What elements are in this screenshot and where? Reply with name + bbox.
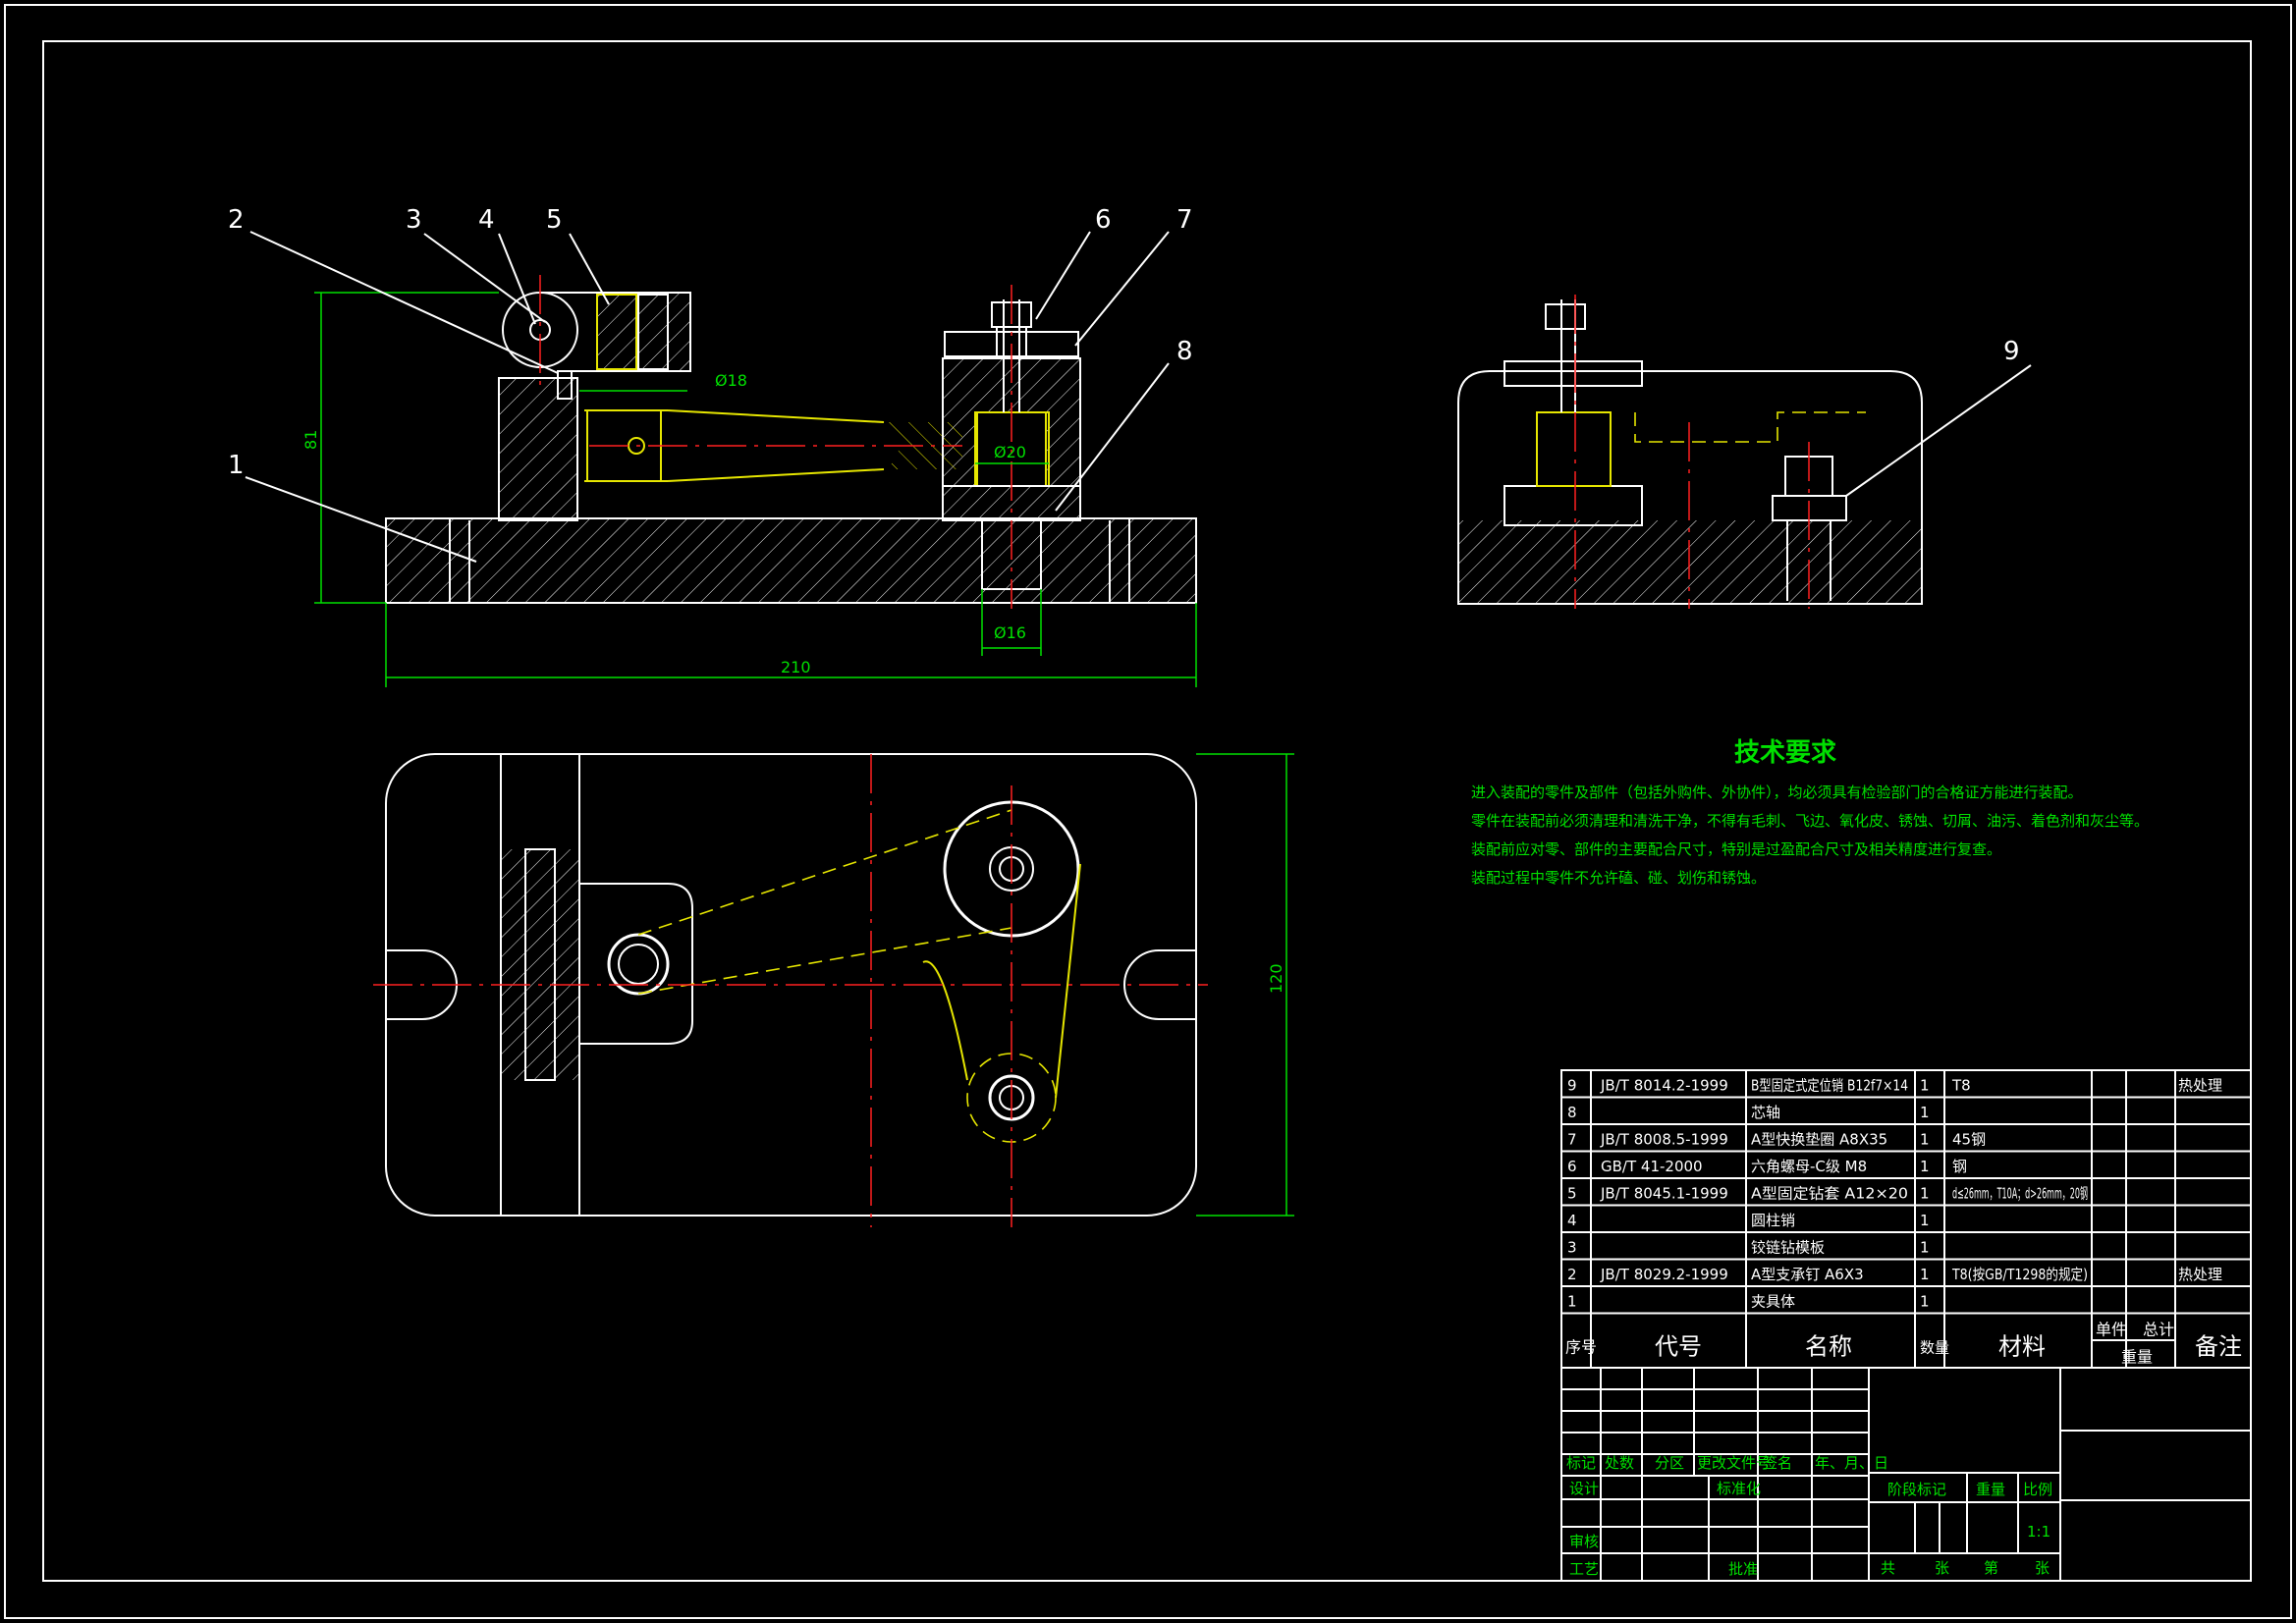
- bom-cell-material: T8(按GB/T1298的规定): [1951, 1266, 2088, 1283]
- tb-process: 工艺: [1569, 1560, 1599, 1578]
- bom-header-single: 单件: [2096, 1321, 2127, 1339]
- side-view: 9: [1457, 295, 2032, 609]
- bom-cell-material: 钢: [1952, 1158, 1967, 1175]
- bom-cell-material: T8: [1951, 1077, 1971, 1095]
- bom-cell-code: JB/T 8014.2-1999: [1600, 1077, 1728, 1095]
- bom-cell-name: 夹具体: [1751, 1293, 1795, 1311]
- bom-cell-code: JB/T 8008.5-1999: [1600, 1131, 1728, 1149]
- bom-header-name: 名称: [1805, 1333, 1852, 1361]
- bom-cell-name: B型固定式定位销 B12f7×14: [1751, 1077, 1908, 1095]
- title-block: 标记 处数 分区 更改文件号 签名 年、月、日 设计 标准化 审核 工艺 批准 …: [1560, 1367, 2252, 1582]
- callout-8: 8: [1176, 337, 1193, 366]
- bom-cell-name: 芯轴: [1751, 1104, 1780, 1121]
- bom-cell-qty: 1: [1920, 1185, 1930, 1203]
- tb-sheet-no: 第: [1984, 1559, 1998, 1577]
- bom-cell-code: JB/T 8045.1-1999: [1600, 1185, 1728, 1203]
- bom-cell-qty: 1: [1920, 1131, 1930, 1149]
- callout-5: 5: [546, 205, 563, 235]
- bom-cell-name: A型支承钉 A6X3: [1751, 1266, 1864, 1283]
- bom-header-note: 备注: [2195, 1333, 2242, 1361]
- tb-scale: 比例: [2023, 1481, 2052, 1498]
- callout-3: 3: [406, 205, 422, 235]
- bom-cell-no: 7: [1567, 1131, 1577, 1149]
- bom-header-no: 序号: [1565, 1338, 1597, 1357]
- bom-cell-material: d≤26mm，T10A；d>26mm，20钢: [1952, 1185, 2088, 1203]
- tb-change-doc: 更改文件号: [1697, 1454, 1771, 1472]
- bom-cell-code: GB/T 41-2000: [1601, 1158, 1703, 1175]
- bom-header-qty: 数量: [1920, 1339, 1949, 1357]
- tb-sheet-suffix: 张: [2035, 1559, 2050, 1577]
- bom-cell-material: 45钢: [1952, 1131, 1986, 1149]
- top-view: 120: [373, 753, 1294, 1227]
- tb-count: 处数: [1605, 1454, 1634, 1472]
- tb-total: 共: [1881, 1559, 1895, 1577]
- tb-standardize: 标准化: [1717, 1480, 1761, 1497]
- tb-sign: 签名: [1763, 1454, 1792, 1472]
- bom-cell-qty: 1: [1920, 1077, 1930, 1095]
- bom-cell-code: JB/T 8029.2-1999: [1600, 1266, 1728, 1283]
- dim-d16: Ø16: [994, 623, 1026, 642]
- bom-header-code: 代号: [1655, 1333, 1702, 1361]
- bom-cell-qty: 1: [1920, 1266, 1930, 1283]
- bom-cell-no: 5: [1567, 1185, 1577, 1203]
- tb-design: 设计: [1569, 1480, 1599, 1497]
- callout-7: 7: [1176, 205, 1193, 235]
- tb-sheets: 张: [1935, 1559, 1949, 1577]
- tb-mark: 标记: [1566, 1454, 1596, 1472]
- tb-scale-value: 1:1: [2027, 1523, 2050, 1541]
- bom-cell-no: 2: [1567, 1266, 1577, 1283]
- tb-zone: 分区: [1655, 1454, 1684, 1472]
- tb-weight: 重量: [1976, 1481, 2005, 1498]
- technical-requirements: 技术要求 进入装配的零件及部件（包括外购件、外协件），均必须具有检验部门的合格证…: [1471, 738, 2149, 887]
- bom-cell-name: 圆柱销: [1751, 1212, 1795, 1229]
- bom-cell-no: 4: [1567, 1212, 1577, 1229]
- dim-d20: Ø20: [994, 443, 1026, 461]
- bom-cell-name: 铰链钻模板: [1751, 1239, 1825, 1257]
- bom-cell-qty: 1: [1920, 1239, 1930, 1257]
- callout-9: 9: [2003, 337, 2020, 366]
- dim-210: 210: [781, 658, 811, 676]
- bom-cell-no: 6: [1567, 1158, 1577, 1175]
- dim-d18: Ø18: [715, 371, 747, 390]
- bom-cell-qty: 1: [1920, 1104, 1930, 1121]
- bom-cell-note: 热处理: [2178, 1077, 2222, 1095]
- callout-1: 1: [228, 451, 245, 480]
- bom-header-material: 材料: [1998, 1333, 2046, 1361]
- callout-6: 6: [1095, 205, 1112, 235]
- bom-cell-name: A型固定钻套 A12×20: [1751, 1185, 1908, 1203]
- requirements-title: 技术要求: [1734, 738, 1836, 768]
- bom-header-total: 总计: [2143, 1321, 2174, 1339]
- bom-cell-name: 六角螺母-C级 M8: [1751, 1158, 1867, 1175]
- bom-cell-note: 热处理: [2178, 1266, 2222, 1283]
- front-view: 81 210 Ø18 Ø20 Ø16 2 3 4 5 6 7 8 1: [228, 205, 1197, 687]
- bom-cell-qty: 1: [1920, 1158, 1930, 1175]
- dim-120: 120: [1267, 963, 1285, 994]
- bom-cell-no: 1: [1567, 1293, 1577, 1311]
- tb-stage: 阶段标记: [1887, 1481, 1946, 1498]
- bom-cell-no: 8: [1567, 1104, 1577, 1121]
- callout-4: 4: [478, 205, 495, 235]
- requirement-3: 装配前应对零、部件的主要配合尺寸，特别是过盈配合尺寸及相关精度进行复查。: [1471, 840, 2001, 858]
- bom-cell-name: A型快换垫圈 A8X35: [1751, 1131, 1887, 1149]
- tb-date: 年、月、日: [1815, 1454, 1888, 1472]
- bom-cell-qty: 1: [1920, 1212, 1930, 1229]
- requirement-1: 进入装配的零件及部件（包括外购件、外协件），均必须具有检验部门的合格证方能进行装…: [1471, 784, 2083, 801]
- inner-border: [42, 40, 2252, 1582]
- bom-cell-no: 9: [1567, 1077, 1577, 1095]
- requirement-2: 零件在装配前必须清理和清洗干净，不得有毛刺、飞边、氧化皮、锈蚀、切屑、油污、着色…: [1471, 812, 2149, 830]
- callout-2: 2: [228, 205, 245, 235]
- bom-cell-no: 3: [1567, 1239, 1577, 1257]
- requirement-4: 装配过程中零件不允许磕、碰、划伤和锈蚀。: [1471, 869, 1766, 887]
- bom-table: 9 JB/T 8014.2-1999 B型固定式定位销 B12f7×14 1 T8 热处理…: [1560, 1069, 2252, 1369]
- tb-approve: 批准: [1728, 1560, 1758, 1578]
- dim-81: 81: [301, 430, 320, 450]
- tb-review: 审核: [1569, 1533, 1599, 1550]
- outer-border: [4, 4, 2292, 1619]
- bom-header-weight: 重量: [2121, 1348, 2153, 1367]
- bom-cell-qty: 1: [1920, 1293, 1930, 1311]
